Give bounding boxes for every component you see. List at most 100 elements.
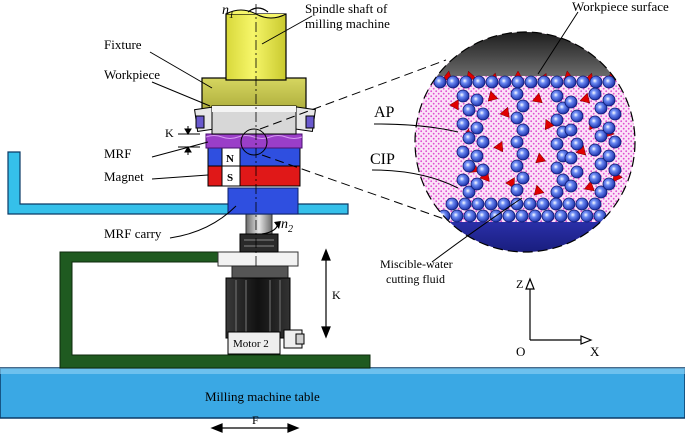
cip-particle xyxy=(472,75,486,89)
n2-rotation-arrow xyxy=(261,221,281,235)
workpiece xyxy=(211,105,297,135)
cip-particle xyxy=(549,197,563,211)
cip-particle xyxy=(567,209,581,223)
cip-particle xyxy=(550,113,564,127)
axis-z-label: Z xyxy=(516,277,523,291)
mrf-label: MRF xyxy=(104,146,131,161)
cip-particle xyxy=(463,209,477,223)
milling-machine-table xyxy=(0,367,685,419)
cip-particle xyxy=(570,165,584,179)
cip-particle xyxy=(510,111,524,125)
cip-particle xyxy=(602,75,616,89)
cip-particle xyxy=(462,159,476,173)
cip-particle xyxy=(593,209,607,223)
cip-particle xyxy=(497,197,511,211)
magnet-label: Magnet xyxy=(104,169,144,184)
fluid-label-line2: cutting fluid xyxy=(386,272,445,286)
n2-label: n2 xyxy=(281,217,293,235)
cip-particle xyxy=(456,173,470,187)
cip-particle xyxy=(594,129,608,143)
cip-particle xyxy=(516,123,530,137)
cip-particle xyxy=(515,209,529,223)
cip-particle xyxy=(502,209,516,223)
table-label: Milling machine table xyxy=(205,389,320,404)
fixture-label: Fixture xyxy=(104,37,142,52)
cip-particle xyxy=(602,177,616,191)
cip-particle xyxy=(608,135,622,149)
cip-particle xyxy=(470,149,484,163)
cip-particle xyxy=(537,75,551,89)
cip-particle xyxy=(523,197,537,211)
callout-leaders-left xyxy=(149,15,313,239)
cip-particle xyxy=(550,161,564,175)
mrf-carry-tray xyxy=(7,151,349,215)
cip-particle xyxy=(575,197,589,211)
mrf-layer xyxy=(205,133,303,149)
cip-particle xyxy=(602,93,616,107)
cip-particle xyxy=(510,135,524,149)
cip-particle xyxy=(458,197,472,211)
ap-particle xyxy=(505,177,515,189)
mrf-carry-label: MRF carry xyxy=(104,226,162,241)
ap-particle xyxy=(449,99,459,111)
cip-particle xyxy=(510,87,524,101)
cip-particle xyxy=(564,179,578,193)
feed-arrow xyxy=(210,423,300,433)
zoom-connector-lines xyxy=(259,59,471,229)
k-gap-marker xyxy=(178,126,200,155)
cip-particle xyxy=(550,75,564,89)
ap-particle xyxy=(531,92,543,104)
cip-particle xyxy=(594,185,608,199)
cip-particle xyxy=(541,209,555,223)
n1-label: n1 xyxy=(222,3,234,21)
cip-particle xyxy=(570,137,584,151)
cip-particle xyxy=(550,137,564,151)
motor-shaft xyxy=(239,213,279,253)
cip-particle xyxy=(550,185,564,199)
cip-particle xyxy=(608,163,622,177)
cip-particle xyxy=(564,151,578,165)
cip-particle xyxy=(456,89,470,103)
cip-particle xyxy=(476,135,490,149)
cip-particle xyxy=(516,171,530,185)
cip-particle xyxy=(476,163,490,177)
cip-particle xyxy=(564,123,578,137)
cip-particle xyxy=(510,183,524,197)
ap-particle xyxy=(579,92,591,104)
ap-label: AP xyxy=(374,104,395,121)
workpiece-label: Workpiece xyxy=(104,67,160,82)
ap-particle xyxy=(533,184,545,196)
cip-particle xyxy=(456,145,470,159)
coordinate-axes xyxy=(525,277,593,345)
k-travel-arrow xyxy=(321,248,331,339)
cip-particle xyxy=(446,75,460,89)
cip-particle xyxy=(563,75,577,89)
cip-particle xyxy=(594,157,608,171)
ap-particle xyxy=(535,152,547,164)
motor-frame xyxy=(59,251,371,369)
pole-s-label: S xyxy=(227,172,233,184)
cip-particle xyxy=(564,95,578,109)
cip-particle xyxy=(485,75,499,89)
cip-particle xyxy=(516,99,530,113)
workpiece-surface-band xyxy=(415,32,635,76)
magnet xyxy=(207,147,301,187)
n1-rotation-arrow xyxy=(247,7,269,13)
cip-particle xyxy=(462,185,476,199)
cip-particle xyxy=(516,147,530,161)
ap-particle xyxy=(499,106,510,118)
cip-particle xyxy=(570,109,584,123)
ap-particle xyxy=(487,90,499,102)
cip-particle xyxy=(510,197,524,211)
motor-2 xyxy=(225,265,305,355)
cip-particle xyxy=(536,197,550,211)
k-gap-label: K xyxy=(165,126,174,140)
spindle-label-line2: milling machine xyxy=(305,16,390,31)
cip-particle xyxy=(528,209,542,223)
cip-particle xyxy=(576,75,590,89)
cip-particle xyxy=(588,143,602,157)
ap-particle xyxy=(583,180,595,192)
cip-particle xyxy=(602,149,616,163)
cip-particle xyxy=(498,75,512,89)
cip-particle xyxy=(450,209,464,223)
